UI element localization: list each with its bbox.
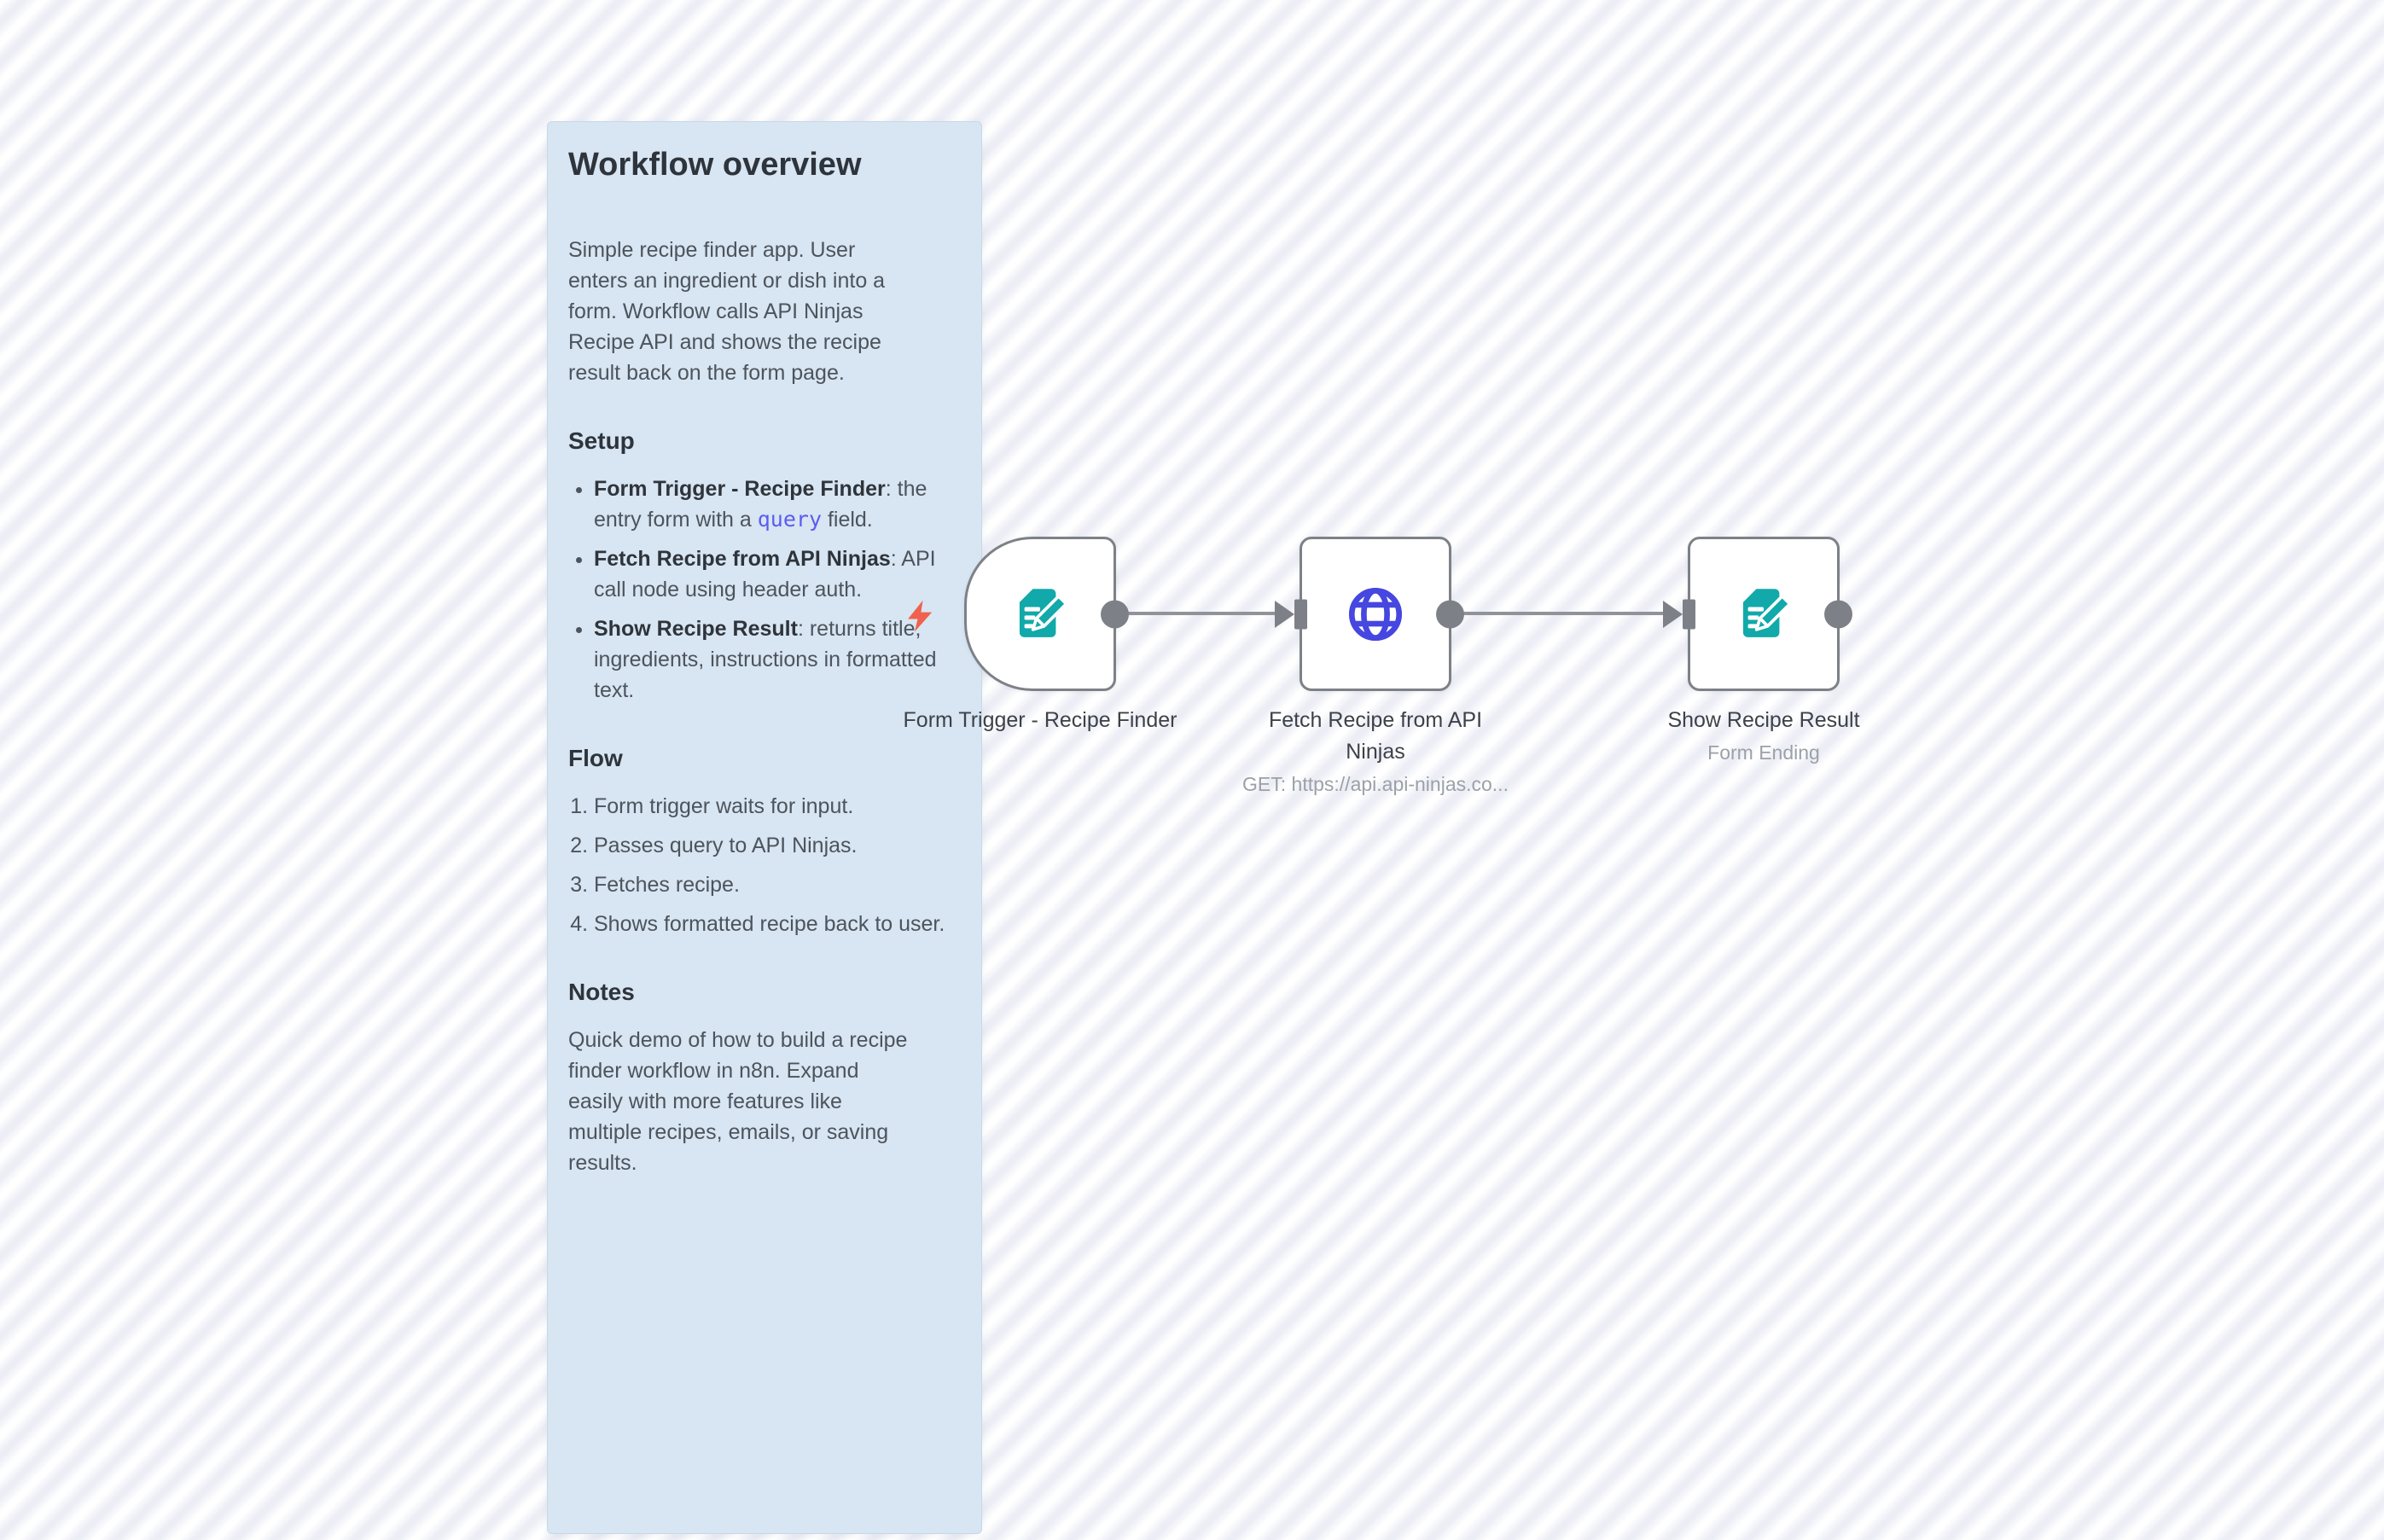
setup-list: Form Trigger - Recipe Finder: the entry … — [568, 474, 961, 706]
output-port[interactable] — [1101, 600, 1129, 628]
setup-item: Fetch Recipe from API Ninjas: API call n… — [594, 543, 961, 605]
sticky-intro: Simple recipe finder app. User enters an… — [568, 238, 886, 385]
lightning-bolt-icon — [908, 600, 933, 632]
input-arrow — [1275, 600, 1294, 628]
sticky-heading-flow: Flow — [568, 745, 623, 771]
sticky-heading-setup: Setup — [568, 427, 635, 454]
form-icon — [1019, 588, 1067, 637]
setup-item: Show Recipe Result: returns title, ingre… — [594, 613, 961, 706]
node-subtitle: GET: https://api.api-ninjas.co... — [1242, 773, 1509, 795]
flow-step: Shows formatted recipe back to user. — [594, 909, 961, 939]
flow-step: Fetches recipe. — [594, 869, 961, 900]
setup-item-text: field. — [822, 508, 873, 532]
node-show-recipe-result[interactable]: Show Recipe Result Form Ending — [1663, 537, 1860, 764]
input-port[interactable] — [1294, 599, 1307, 629]
flow-list: Form trigger waits for input. Passes que… — [568, 791, 961, 939]
form-icon — [1742, 588, 1791, 637]
input-port[interactable] — [1683, 599, 1695, 629]
output-port[interactable] — [1436, 600, 1464, 628]
node-name: Fetch Recipe from API Ninjas — [1268, 708, 1483, 764]
sticky-title: Workflow overview — [568, 147, 862, 183]
setup-item-bold: Form Trigger - Recipe Finder — [594, 477, 886, 501]
inline-code: query — [757, 507, 822, 532]
setup-item-bold: Show Recipe Result — [594, 617, 798, 641]
setup-item-text: : API call node using header auth. — [594, 547, 936, 601]
setup-item-text: : the entry form with a — [594, 477, 927, 532]
setup-item: Form Trigger - Recipe Finder: the entry … — [594, 474, 961, 535]
node-label: Fetch Recipe from API Ninjas GET: https:… — [1238, 705, 1513, 796]
node-label: Show Recipe Result Form Ending — [1626, 705, 1901, 764]
node-label: Form Trigger - Recipe Finder — [903, 705, 1177, 736]
sticky-notes-text: Quick demo of how to build a recipe find… — [568, 1028, 908, 1175]
connection-http-to-result[interactable] — [1455, 612, 1665, 615]
node-subtitle: Form Ending — [1707, 741, 1820, 764]
sticky-note[interactable]: Workflow overview Simple recipe finder a… — [547, 121, 982, 1534]
node-fetch-recipe[interactable]: Fetch Recipe from API Ninjas GET: https:… — [1242, 537, 1509, 795]
flow-step: Passes query to API Ninjas. — [594, 830, 961, 861]
output-port[interactable] — [1824, 600, 1852, 628]
sticky-heading-notes: Notes — [568, 979, 635, 1005]
setup-item-text: : returns title, ingredients, instructio… — [594, 617, 937, 702]
flow-step: Form trigger waits for input. — [594, 791, 961, 822]
node-name: Form Trigger - Recipe Finder — [903, 708, 1177, 732]
node-name: Show Recipe Result — [1667, 708, 1860, 732]
node-form-trigger[interactable]: Form Trigger - Recipe Finder — [904, 537, 1177, 732]
connection-trigger-to-http[interactable] — [1119, 612, 1278, 615]
input-arrow — [1663, 600, 1683, 628]
setup-item-bold: Fetch Recipe from API Ninjas — [594, 547, 891, 571]
globe-icon — [1348, 587, 1403, 641]
